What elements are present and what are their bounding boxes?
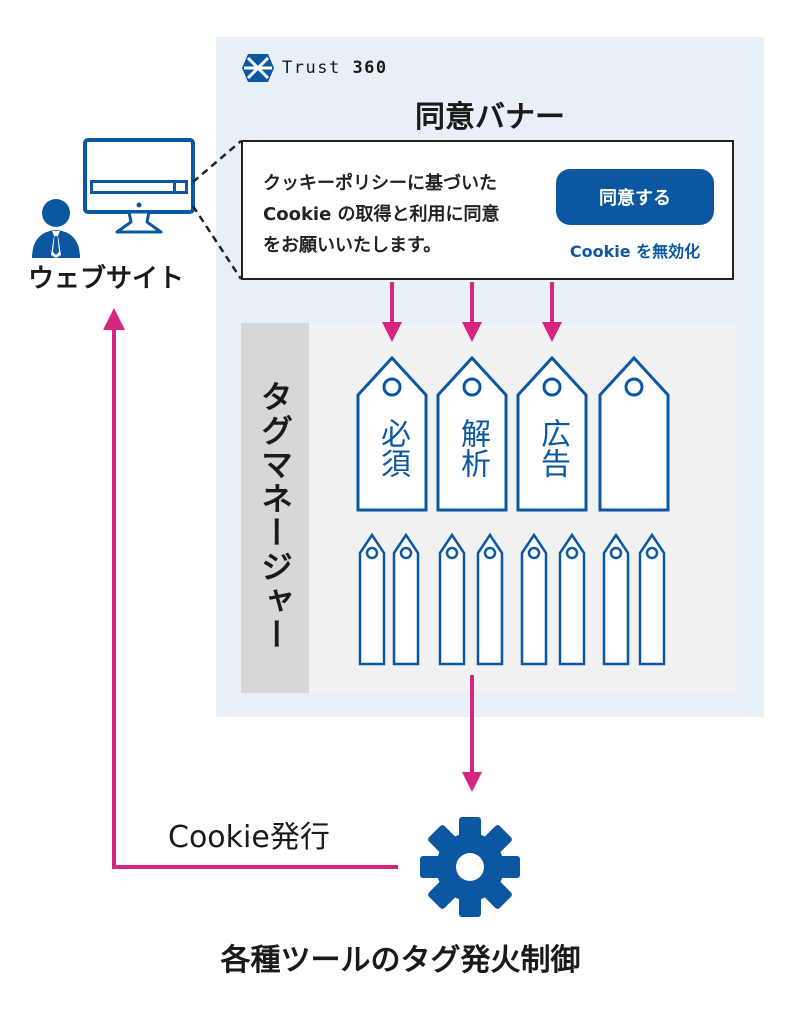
person-icon [32,199,80,258]
agree-button[interactable]: 同意する [556,169,714,225]
banner-message-line: をお願いいたします。 [263,235,442,256]
trust360-logo: Trust 360 [240,52,388,84]
tag-manager-label: タグマネージャー [256,380,294,652]
monitor-icon [83,138,195,234]
logo-text: Trust 360 [282,58,388,78]
tag-firing-control-label: 各種ツールのタグ発火制御 [220,943,581,978]
arrow-head [382,322,402,342]
tag-label-required: 必須 [375,418,410,478]
small-tags [358,532,666,666]
small-tag-icon [558,532,586,666]
small-tag-icon [520,532,548,666]
small-tag-icon [638,532,666,666]
arrow-head [462,772,482,792]
gear-icon [420,817,520,917]
tag-manager-label-bg [241,323,309,693]
banner-title: 同意バナー [415,100,565,135]
tag-label-analytics: 解析 [455,418,490,478]
disable-cookie-link[interactable]: Cookie を無効化 [569,242,701,261]
tag-label-ads: 広告 [535,418,570,478]
small-tag-icon [476,532,504,666]
tag-icon-blank [598,355,670,512]
trust360-logo-icon [242,54,274,82]
tag-icon-required [356,355,428,512]
banner-message: クッキーポリシーに基づいた Cookie の取得と利用に同意 をお願いいたします… [263,168,553,261]
banner-message-line: クッキーポリシーに基づいた [263,173,497,194]
cookie-return-arrow [112,322,398,869]
dashed-connector [191,205,243,280]
small-tag-icon [438,532,466,666]
banner-message-line: Cookie の取得と利用に同意 [263,204,500,225]
dashed-connector [192,140,242,183]
website-label: ウェブサイト [28,264,185,294]
cookie-issue-label: Cookie発行 [168,820,330,855]
arrow-head [462,322,482,342]
tag-icon-analytics [436,355,508,512]
arrow-head [542,322,562,342]
small-tag-icon [358,532,386,666]
small-tag-icon [392,532,420,666]
small-tag-icon [602,532,630,666]
tag-icon-ads [516,355,588,512]
arrow-head [103,308,125,330]
